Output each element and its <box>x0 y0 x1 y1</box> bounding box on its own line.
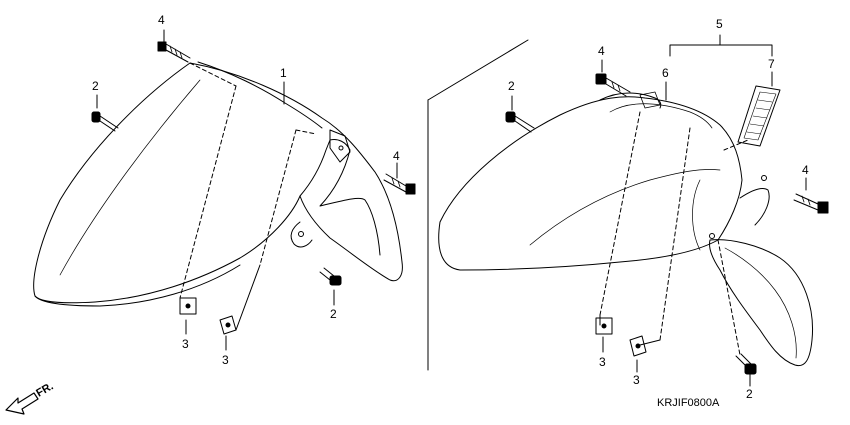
callout-2-right-bottom: 2 <box>746 387 753 401</box>
callout-6-right: 6 <box>662 66 669 80</box>
callout-4-left-top: 4 <box>158 13 165 27</box>
right-front-fender <box>438 91 814 367</box>
callout-4-left-right: 4 <box>393 149 400 163</box>
right-reflector-7 <box>737 85 781 147</box>
callout-3-right-left: 3 <box>599 355 606 369</box>
callout-4-right-right: 4 <box>802 163 809 177</box>
right-bolt-2-bottom <box>735 353 757 375</box>
callout-3-left-right: 3 <box>222 353 229 367</box>
right-clip-3-right <box>629 335 647 357</box>
left-clip-3-right <box>219 315 237 335</box>
callout-1-left: 1 <box>280 66 287 80</box>
callout-4-right-top: 4 <box>598 44 605 58</box>
divider-line-diagonal <box>427 39 529 101</box>
callout-3-right-right: 3 <box>633 373 640 387</box>
right-bolt-4-top <box>595 73 631 97</box>
left-clip-3-left <box>179 297 197 315</box>
callout-3-left-left: 3 <box>182 337 189 351</box>
left-bolt-4-top <box>157 41 191 63</box>
callout-7-right: 7 <box>768 57 775 71</box>
drawing-code: KRJIF0800A <box>657 397 720 409</box>
callout-2-right-top: 2 <box>508 79 515 93</box>
left-bolt-2-bottom <box>319 267 342 286</box>
callout-5-right: 5 <box>716 17 723 31</box>
right-leader-lines <box>511 34 807 387</box>
right-guide-lines <box>599 111 749 356</box>
left-front-fender <box>33 61 403 307</box>
right-clip-3-left <box>595 317 613 335</box>
left-bolt-4-right <box>383 173 416 195</box>
front-direction-arrow <box>5 392 39 415</box>
left-bolt-2-top <box>91 111 119 132</box>
right-bolt-4-right <box>793 193 829 214</box>
left-guide-lines <box>179 62 317 299</box>
callout-2-left-top: 2 <box>92 79 99 93</box>
right-bolt-2-top <box>505 111 535 133</box>
callout-2-left-bottom: 2 <box>330 307 337 321</box>
left-leader-lines <box>96 29 398 351</box>
